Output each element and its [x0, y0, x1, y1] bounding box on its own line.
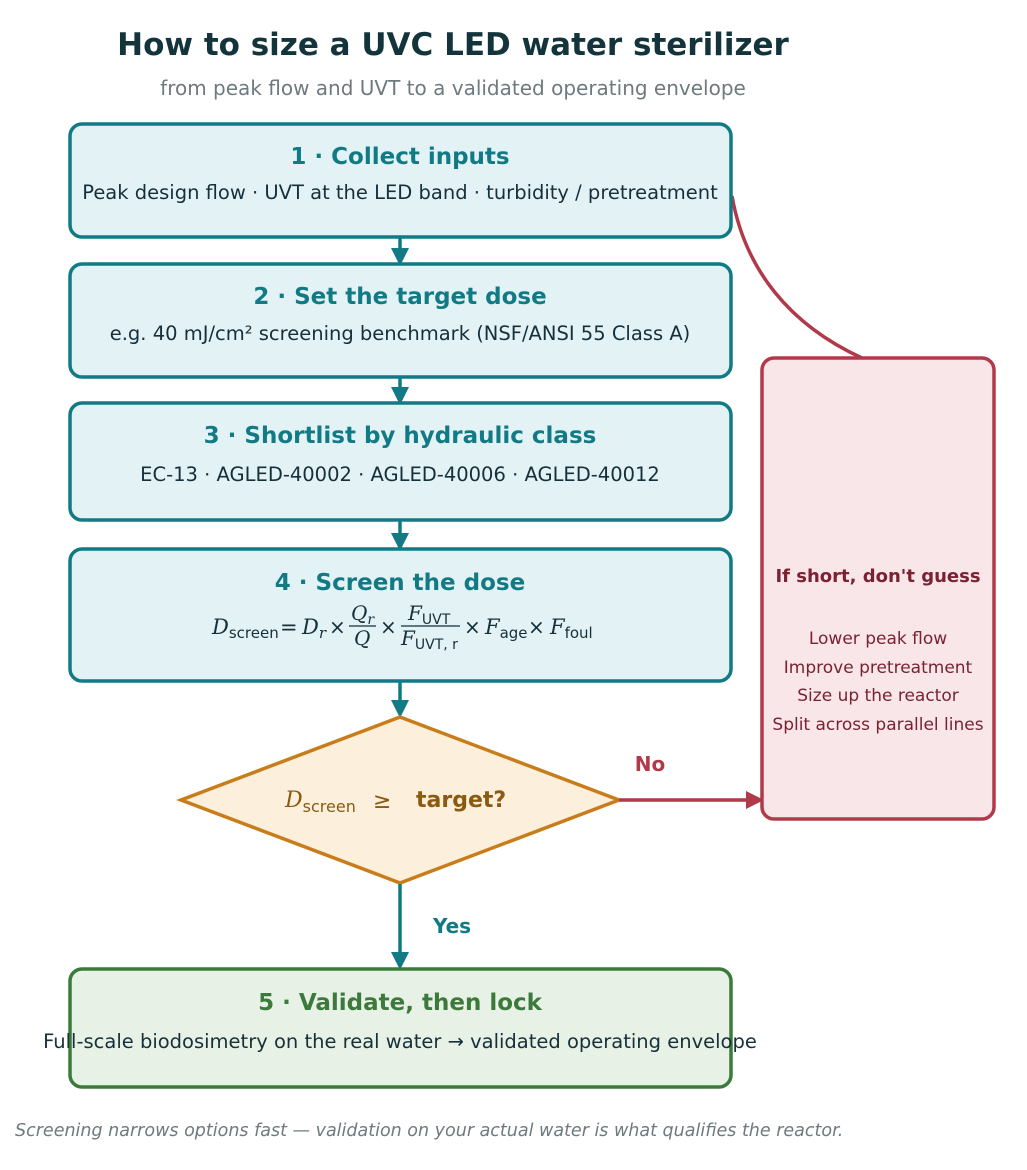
step-3-title: 3 · Shortlist by hydraulic class [204, 423, 597, 449]
decision-variable: Dscreen [284, 788, 356, 816]
step-2-body: e.g. 40 mJ/cm² screening benchmark (NSF/… [110, 322, 691, 345]
feedback-arrow [730, 195, 863, 360]
footer-note: Screening narrows options fast — validat… [15, 1121, 843, 1141]
formula-times-1: × [329, 615, 346, 639]
step-2-title: 2 · Set the target dose [253, 284, 546, 310]
remediation-title: If short, don't guess [775, 566, 980, 587]
formula-age-factor: Fage [484, 615, 528, 642]
step-2-box: 2 · Set the target dose e.g. 40 mJ/cm² s… [68, 262, 733, 379]
formula-times-3: × [464, 615, 481, 639]
step-5-title: 5 · Validate, then lock [258, 990, 543, 1016]
formula-flow-denominator: Q [354, 626, 370, 650]
step-1-body: Peak design flow · UVT at the LED band ·… [82, 181, 718, 204]
remediation-item: Size up the reactor [797, 686, 958, 706]
formula-uvt-numerator: FUVT [407, 601, 451, 628]
formula-reference-dose: Dr [301, 615, 327, 642]
step-1-box: 1 · Collect inputs Peak design flow · UV… [68, 122, 733, 239]
step-5-box: 5 · Validate, then lock Full-scale biodo… [43, 967, 757, 1089]
step-3-box: 3 · Shortlist by hydraulic class EC-13 ·… [68, 401, 733, 522]
formula-fouling-factor: Ffoul [549, 615, 593, 642]
step-4-box: 4 · Screen the dose Dscreen = Dr × Qr Q … [68, 547, 733, 683]
decision-diamond: Dscreen ≥ target? [176, 715, 624, 885]
diagram-subtitle: from peak flow and UVT to a validated op… [160, 76, 746, 100]
yes-branch-label: Yes [432, 914, 471, 938]
step-1-title: 1 · Collect inputs [290, 144, 509, 170]
remediation-box: If short, don't guess Lower peak flow Im… [760, 356, 996, 821]
formula-flow-numerator: Qr [351, 601, 375, 628]
dose-formula: Dscreen = Dr × Qr Q × FUVT FUVT, r × [211, 601, 593, 653]
remediation-item: Lower peak flow [809, 629, 947, 649]
formula-uvt-denominator: FUVT, r [400, 626, 458, 653]
formula-times-4: × [528, 615, 545, 639]
decision-operator: ≥ [373, 789, 391, 814]
no-branch-label: No [635, 752, 665, 776]
formula-equals: = [280, 615, 298, 639]
decision-label: target? [416, 788, 506, 813]
formula-times-2: × [380, 615, 397, 639]
formula-lhs: Dscreen [211, 615, 279, 642]
remediation-item: Split across parallel lines [772, 715, 983, 735]
step-5-body: Full-scale biodosimetry on the real wate… [43, 1030, 757, 1053]
diagram-title: How to size a UVC LED water sterilizer [117, 27, 789, 63]
step-4-title: 4 · Screen the dose [275, 570, 525, 596]
remediation-item: Improve pretreatment [784, 658, 973, 678]
step-3-body: EC-13 · AGLED-40002 · AGLED-40006 · AGLE… [140, 463, 660, 486]
